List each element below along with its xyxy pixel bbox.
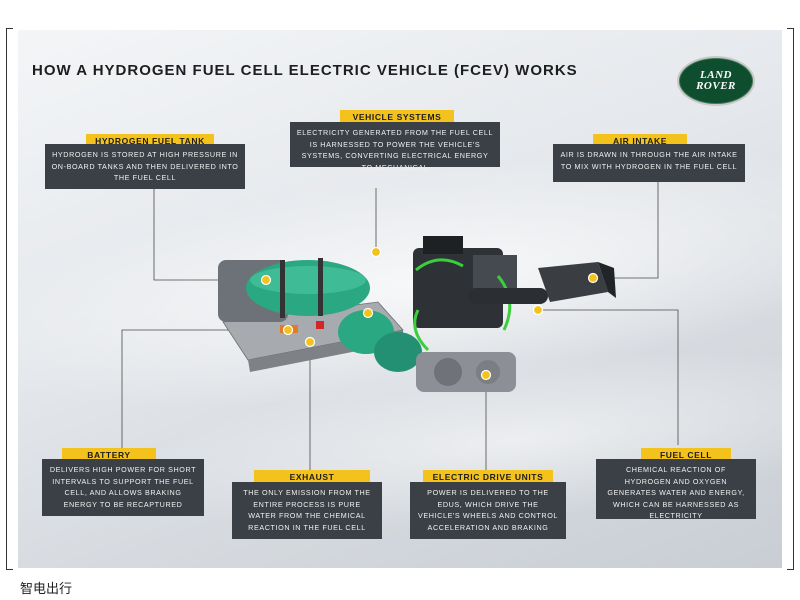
indicator-dots — [260, 246, 599, 381]
air-intake-illustration — [538, 262, 616, 302]
frame-bracket-left — [6, 28, 13, 570]
powertrain-diagram — [121, 180, 679, 475]
connector-air-intake — [593, 180, 659, 279]
fuel-cell-illustration — [413, 236, 548, 352]
vehicle-systems-label: VEHICLE SYSTEMS — [340, 110, 454, 125]
hydrogen-fuel-tank-description: HYDROGEN IS STORED AT HIGH PRESSURE IN O… — [45, 144, 245, 189]
electric-drive-units-label: ELECTRIC DRIVE UNITS — [423, 470, 553, 485]
electric-drive-units-description: POWER IS DELIVERED TO THE EDUs, WHICH DR… — [410, 482, 566, 539]
exhaust-label: EXHAUST — [254, 470, 370, 485]
connector-fuel-cell — [538, 309, 679, 445]
fuel-cell-description: CHEMICAL REACTION OF HYDROGEN AND OXYGEN… — [596, 459, 756, 520]
electric-drive-unit-illustration — [416, 352, 516, 392]
page-title: HOW A HYDROGEN FUEL CELL ELECTRIC VEHICL… — [32, 62, 578, 79]
logo-text-line2: ROVER — [696, 80, 736, 92]
watermark-caption: 智电出行 — [20, 581, 73, 596]
exhaust-description: THE ONLY EMISSION FROM THE ENTIRE PROCES… — [232, 482, 382, 539]
hydrogen-tank-illustration — [218, 258, 422, 372]
frame-bracket-right — [787, 28, 794, 570]
battery-description: DELIVERS HIGH POWER FOR SHORT INTERVALS … — [42, 459, 204, 516]
logo-text-line1: LAND — [700, 69, 732, 81]
infographic-panel: HOW A HYDROGEN FUEL CELL ELECTRIC VEHICL… — [18, 30, 782, 568]
air-intake-description: AIR IS DRAWN IN THROUGH THE AIR INTAKE T… — [553, 144, 745, 182]
vehicle-systems-description: ELECTRICITY GENERATED FROM THE FUEL CELL… — [290, 122, 500, 172]
land-rover-logo: LAND ROVER — [677, 56, 755, 106]
